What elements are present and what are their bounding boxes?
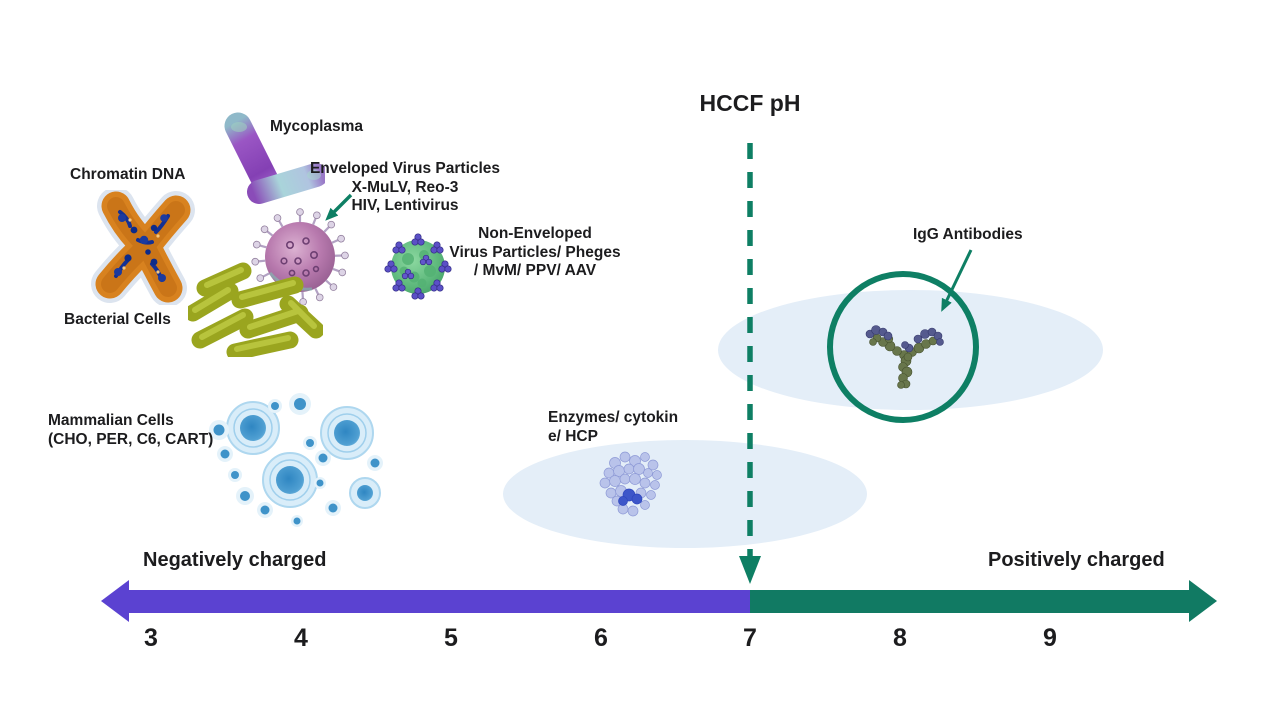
non-enveloped-virus-image (384, 233, 452, 300)
negatively-charged-label: Negatively charged (143, 549, 327, 571)
mammalian-cells-label: Mammalian Cells (CHO, PER, C6, CART) (48, 412, 214, 448)
negative-arrowhead (101, 580, 129, 622)
hccf-line-arrowhead (739, 556, 761, 584)
ph-axis-positive-bar (750, 590, 1190, 613)
ph-axis-negative-bar (128, 590, 750, 613)
ph-tick-6: 6 (594, 624, 608, 652)
hccf-ph-title: HCCF pH (699, 90, 801, 116)
enzymes-highlight-ellipse (503, 440, 867, 548)
enveloped-virus-image (251, 208, 349, 305)
chromatin-dna-image (91, 190, 195, 305)
positive-arrowhead (1189, 580, 1217, 622)
bacterial-cells-image (188, 262, 323, 357)
ph-tick-8: 8 (893, 624, 907, 652)
positively-charged-label: Positively charged (988, 549, 1165, 571)
ph-tick-9: 9 (1043, 624, 1057, 652)
bacterial-cells-label: Bacterial Cells (64, 311, 171, 328)
mammalian-cells-image (209, 393, 383, 527)
mycoplasma-label: Mycoplasma (270, 118, 364, 135)
mycoplasma-image (224, 112, 325, 204)
ph-tick-3: 3 (144, 624, 158, 652)
enveloped-virus-label: Enveloped Virus Particles X-MuLV, Reo-3 … (309, 160, 501, 214)
non-enveloped-virus-label: Non-Enveloped Virus Particles/ Pheges / … (449, 225, 621, 279)
ph-tick-7: 7 (743, 624, 757, 652)
igg-antibodies-label: IgG Antibodies (913, 226, 1023, 243)
enzymes-hcp-label: Enzymes/ cytokin e/ HCP (548, 409, 679, 445)
ph-tick-4: 4 (294, 624, 308, 652)
igg-highlight-circle (827, 271, 979, 423)
enzyme-protein-image (599, 451, 662, 517)
ph-tick-5: 5 (444, 624, 458, 652)
chromatin-dna-label: Chromatin DNA (70, 166, 186, 183)
